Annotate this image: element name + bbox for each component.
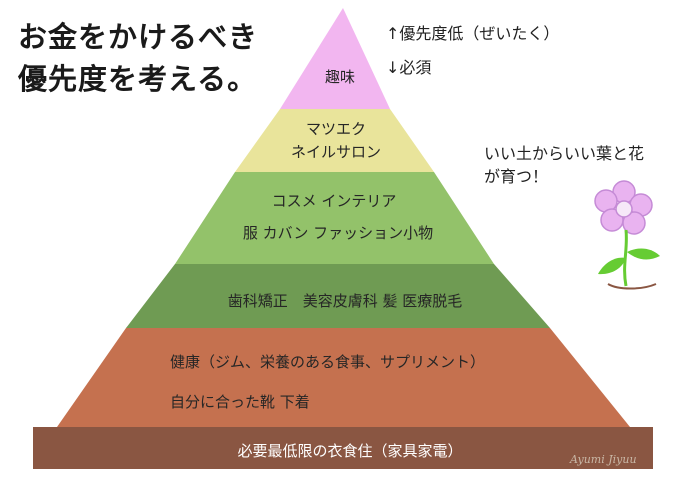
tier-5-line-2: 自分に合った靴 下着 [170, 393, 310, 411]
side-note-line-2: が育つ！ [484, 167, 549, 186]
tier-5-line-1: 健康（ジム、栄養のある食事、サプリメント） [170, 353, 486, 371]
pyramid-tier-3 [175, 172, 494, 264]
pyramid-tier-4 [126, 264, 550, 328]
side-note-line-1: いい土からいい葉と花 [484, 144, 645, 163]
flower-icon [594, 180, 660, 290]
pyramid-tier-6 [33, 427, 653, 469]
priority-high-note: ↓必須 [386, 58, 432, 77]
tier-4-label: 歯科矯正 美容皮膚科 髪 医療脱毛 [227, 292, 463, 310]
tier-6-label: 必要最低限の衣食住（家具家電） [237, 442, 463, 460]
priority-low-note: ↑優先度低（ぜいたく） [386, 24, 560, 43]
page-title-line-1: お金をかけるべき [18, 20, 259, 54]
pyramid-tier-2 [235, 109, 434, 172]
pyramid-tier-5 [57, 328, 630, 427]
page-title-line-2: 優先度を考える。 [18, 62, 258, 96]
tier-3-line-2: 服 カバン ファッション小物 [242, 224, 434, 242]
tier-3-line-1: コスメ インテリア [271, 192, 397, 210]
tier-2-line-1: マツエク [305, 120, 366, 138]
artist-signature: Ayumi Jiyuu [570, 453, 637, 466]
tier-2-line-2: ネイルサロン [290, 143, 381, 161]
pyramid-tier-1 [280, 8, 390, 109]
tier-1-label: 趣味 [324, 68, 355, 86]
